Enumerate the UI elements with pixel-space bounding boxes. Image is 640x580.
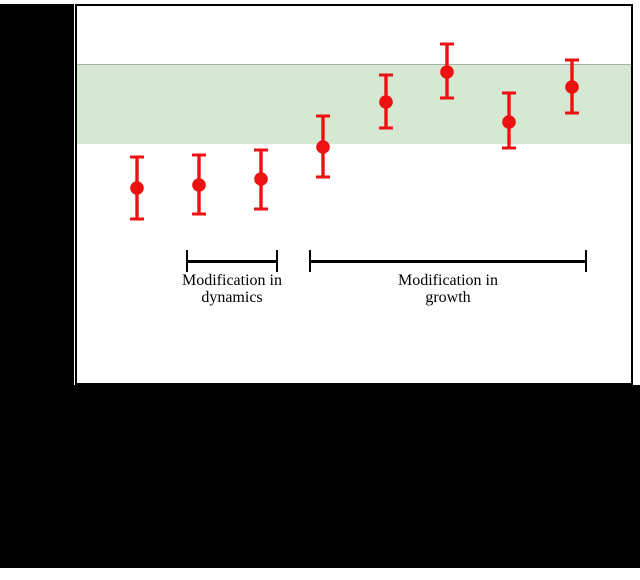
reference-band	[77, 64, 631, 144]
bracket-growth-label: Modification in growth	[338, 272, 558, 306]
bracket-dynamics-label: Modification in dynamics	[122, 272, 342, 306]
bracket-dynamics-right-tick	[275, 250, 278, 272]
bracket-dynamics-line	[187, 260, 277, 263]
bracket-growth-left-tick	[308, 250, 311, 272]
bracket-growth-right-tick	[584, 250, 587, 272]
x-axis-redaction-box	[0, 385, 640, 568]
bracket-growth-line	[310, 260, 586, 263]
plot-area: Modification in dynamics Modification in…	[75, 4, 633, 385]
bracket-dynamics-left-tick	[185, 250, 188, 272]
bracket-dynamics-label-line1: Modification in	[182, 272, 282, 289]
bracket-dynamics-label-line2: dynamics	[201, 289, 263, 306]
bracket-growth-label-line2: growth	[425, 289, 471, 306]
y-axis-redaction-box	[0, 4, 74, 386]
bracket-growth-label-line1: Modification in	[398, 272, 498, 289]
